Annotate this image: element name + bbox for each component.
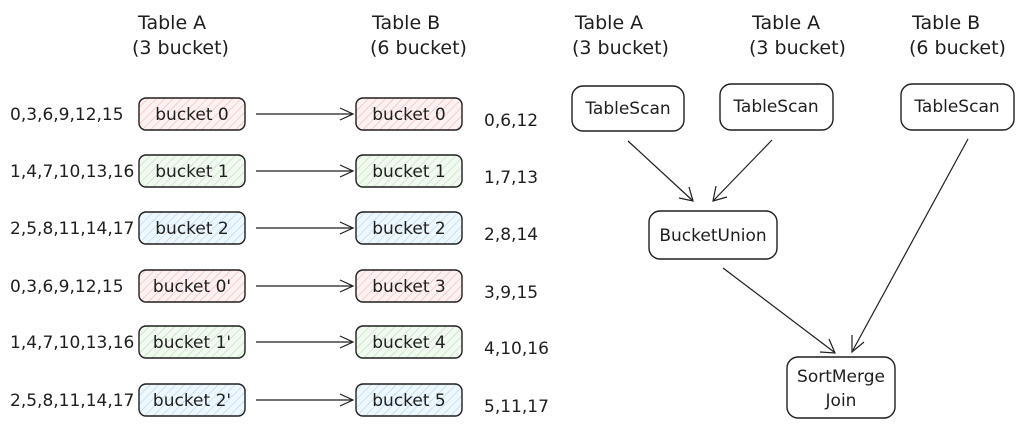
tablescan-label-2: TableScan <box>732 97 818 117</box>
table-b-bucket-values: 0,6,12 <box>484 111 538 131</box>
bucket-row: 0,3,6,9,12,15 bucket 0' bucket 3 3,9,15 <box>10 269 538 303</box>
plan-col1-subtitle: (3 bucket) <box>572 37 669 59</box>
table-a-title: Table A <box>137 12 206 34</box>
table-b-bucket-box <box>355 383 463 417</box>
table-a-bucket-values: 0,3,6,9,12,15 <box>10 277 124 297</box>
plan-col3-title: Table B <box>911 12 980 34</box>
plan-col3-subtitle: (6 bucket) <box>909 37 1006 59</box>
plan-edge-scan3-join <box>851 138 969 354</box>
table-b-bucket-box <box>355 211 463 245</box>
plan-col1-title: Table A <box>574 12 643 34</box>
bucketunion-label: BucketUnion <box>659 226 766 246</box>
table-a-bucket-box <box>138 383 246 417</box>
plan-edge-union-join <box>722 267 836 354</box>
table-a-bucket-values: 0,3,6,9,12,15 <box>10 105 124 125</box>
table-a-bucket-label: bucket 0' <box>153 277 231 297</box>
table-b-title: Table B <box>371 12 440 34</box>
table-b-bucket-label: bucket 3 <box>372 277 446 297</box>
join-label: Join <box>825 391 857 411</box>
bucket-row: 1,4,7,10,13,16 bucket 1' bucket 4 4,10,16 <box>10 325 549 359</box>
bucket-mapping-arrowhead <box>339 164 355 178</box>
tablescan-node-1: TableScan <box>571 85 685 132</box>
table-a-bucket-box <box>138 325 246 359</box>
table-a-bucket-values: 1,4,7,10,13,16 <box>10 333 134 353</box>
table-b-bucket-box <box>355 97 463 131</box>
table-a-subtitle: (3 bucket) <box>132 37 229 59</box>
table-b-bucket-values: 4,10,16 <box>484 339 549 359</box>
bucket-row: 2,5,8,11,14,17 bucket 2 bucket 2 2,8,14 <box>10 211 538 245</box>
sortmerge-label: SortMerge <box>797 367 885 387</box>
table-a-bucket-label: bucket 1' <box>153 333 231 353</box>
bucket-row: 2,5,8,11,14,17 bucket 2' bucket 5 5,11,17 <box>10 383 549 417</box>
bucket-mapping-arrowhead <box>339 335 355 349</box>
plan-edge-scan2-union <box>712 139 773 202</box>
table-b-bucket-values: 1,7,13 <box>484 168 538 188</box>
table-b-bucket-label: bucket 1 <box>372 162 446 182</box>
table-a-bucket-box <box>138 97 246 131</box>
plan-edge-scan1-union <box>627 140 694 202</box>
bucket-row: 0,3,6,9,12,15 bucket 0 bucket 0 0,6,12 <box>10 97 538 131</box>
table-b-subtitle: (6 bucket) <box>370 37 467 59</box>
plan-col2-subtitle: (3 bucket) <box>749 37 846 59</box>
table-a-bucket-values: 1,4,7,10,13,16 <box>10 162 134 182</box>
bucket-mapping-rows: 0,3,6,9,12,15 bucket 0 bucket 0 0,6,12 1,4,7… <box>10 97 549 417</box>
tablescan-node-2: TableScan <box>719 83 834 131</box>
table-a-bucket-values: 2,5,8,11,14,17 <box>10 391 134 411</box>
tablescan-label-1: TableScan <box>584 99 670 119</box>
table-b-bucket-box <box>355 269 463 303</box>
table-b-bucket-label: bucket 4 <box>372 333 446 353</box>
bucket-mapping-arrowhead <box>339 221 355 235</box>
table-b-bucket-label: bucket 5 <box>372 391 446 411</box>
bucket-mapping-arrowhead <box>339 279 355 293</box>
table-a-bucket-box <box>138 211 246 245</box>
table-a-bucket-label: bucket 1 <box>155 162 229 182</box>
table-a-bucket-box <box>138 269 246 303</box>
table-b-bucket-box <box>355 325 463 359</box>
table-a-bucket-label: bucket 2 <box>155 219 229 239</box>
table-b-bucket-box <box>355 154 463 188</box>
sortmerge-join-node: SortMerge Join <box>786 356 896 419</box>
table-b-bucket-label: bucket 0 <box>372 105 446 125</box>
bucket-mapping-arrowhead <box>339 393 355 407</box>
bucket-mapping-arrowhead <box>339 107 355 121</box>
tablescan-node-3: TableScan <box>900 83 1015 131</box>
table-a-bucket-box <box>138 154 246 188</box>
table-b-bucket-values: 2,8,14 <box>484 225 538 245</box>
table-b-bucket-label: bucket 2 <box>372 219 446 239</box>
plan-col2-title: Table A <box>751 12 820 34</box>
table-a-bucket-values: 2,5,8,11,14,17 <box>10 219 134 239</box>
table-a-bucket-label: bucket 2' <box>153 391 231 411</box>
table-b-bucket-values: 3,9,15 <box>484 283 538 303</box>
bucket-row: 1,4,7,10,13,16 bucket 1 bucket 1 1,7,13 <box>10 154 538 188</box>
table-b-bucket-values: 5,11,17 <box>484 397 549 417</box>
bucketunion-node: BucketUnion <box>648 210 778 260</box>
table-a-bucket-label: bucket 0 <box>155 105 229 125</box>
tablescan-label-3: TableScan <box>913 97 999 117</box>
